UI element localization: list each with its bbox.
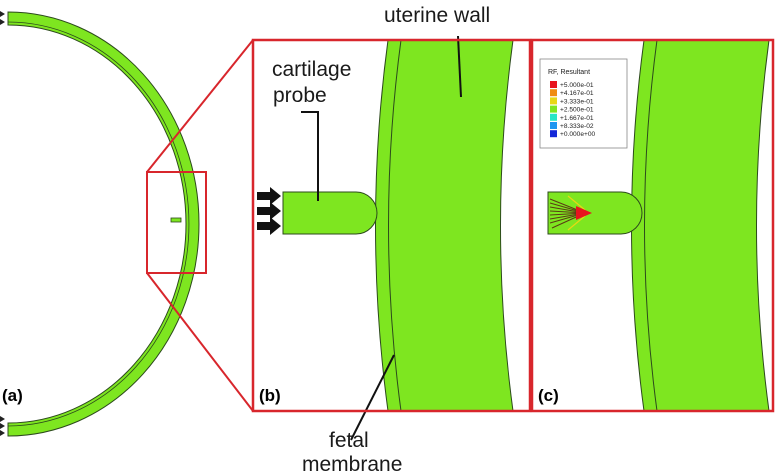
force-vector-yellow bbox=[567, 195, 586, 211]
cartilage-probe bbox=[282, 191, 378, 235]
panel-b: (b) bbox=[251, 35, 532, 441]
legend-swatch bbox=[550, 81, 557, 88]
support-marker-bottom-2 bbox=[0, 423, 5, 429]
leader-cartilage-probe bbox=[301, 111, 319, 201]
force-arrowhead bbox=[576, 206, 592, 220]
legend-value: +3.333e-01 bbox=[560, 98, 594, 105]
membrane-inner-line bbox=[7, 21, 190, 427]
legend-value: +1.667e-01 bbox=[560, 115, 594, 122]
arrow-icon bbox=[257, 217, 281, 235]
uterine-wall-section-b bbox=[375, 40, 514, 411]
uterine-wall-section-c bbox=[631, 40, 770, 411]
probe-small bbox=[170, 217, 182, 223]
legend-swatch bbox=[550, 122, 557, 129]
leader-uterine-wall bbox=[457, 35, 462, 98]
support-marker-bottom bbox=[0, 416, 5, 422]
legend-title: RF, Resultant bbox=[548, 69, 590, 76]
legend-value: +5.000e-01 bbox=[560, 82, 594, 89]
label-fetal: fetal bbox=[329, 429, 369, 452]
legend-swatch bbox=[550, 113, 557, 121]
panel-b-frame bbox=[251, 38, 532, 413]
panel-c-frame bbox=[530, 38, 775, 413]
color-legend: RF, Resultant +5.000e-01+4.167e-01+3.333… bbox=[539, 58, 628, 149]
arrow-icon bbox=[257, 202, 281, 220]
legend-value: +2.500e-01 bbox=[560, 107, 594, 114]
load-arrows bbox=[257, 187, 281, 235]
legend-swatch bbox=[550, 97, 557, 105]
panel-label-b: (b) bbox=[259, 386, 281, 405]
uterine-wall-arc bbox=[7, 11, 200, 437]
arrow-icon bbox=[257, 187, 281, 205]
label-cartilage: cartilage bbox=[272, 58, 351, 81]
support-marker-top-2 bbox=[0, 19, 5, 25]
panel-label-c: (c) bbox=[538, 386, 559, 405]
label-probe: probe bbox=[273, 84, 327, 107]
legend-swatch bbox=[550, 105, 557, 113]
fetal-membrane-line-c bbox=[644, 40, 658, 411]
label-uterine-wall: uterine wall bbox=[384, 4, 490, 27]
panel-a: (a) bbox=[0, 11, 207, 437]
support-marker-bottom-3 bbox=[0, 430, 5, 436]
legend-value: +0.000e+00 bbox=[560, 131, 596, 138]
zoom-connector-top bbox=[146, 39, 254, 173]
zoom-connector-bottom bbox=[146, 272, 254, 412]
cartilage-probe-result bbox=[547, 191, 643, 235]
legend-value: +8.333e-02 bbox=[560, 123, 594, 130]
label-membrane: membrane bbox=[302, 453, 402, 476]
force-vector-yellow bbox=[567, 215, 586, 231]
legend-value: +4.167e-01 bbox=[560, 90, 594, 97]
legend-entries: +5.000e-01+4.167e-01+3.333e-01 +2.500e-01… bbox=[550, 81, 596, 138]
panel-c: RF, Resultant +5.000e-01+4.167e-01+3.333… bbox=[530, 38, 775, 413]
fetal-membrane-line-b bbox=[388, 40, 402, 411]
zoom-box bbox=[146, 171, 207, 274]
legend-swatch bbox=[550, 130, 557, 138]
reaction-force-vectors bbox=[549, 195, 592, 231]
panel-label-a: (a) bbox=[2, 386, 23, 405]
legend-swatch bbox=[550, 89, 557, 97]
support-marker-top bbox=[0, 11, 5, 17]
leader-fetal-membrane bbox=[350, 354, 395, 441]
